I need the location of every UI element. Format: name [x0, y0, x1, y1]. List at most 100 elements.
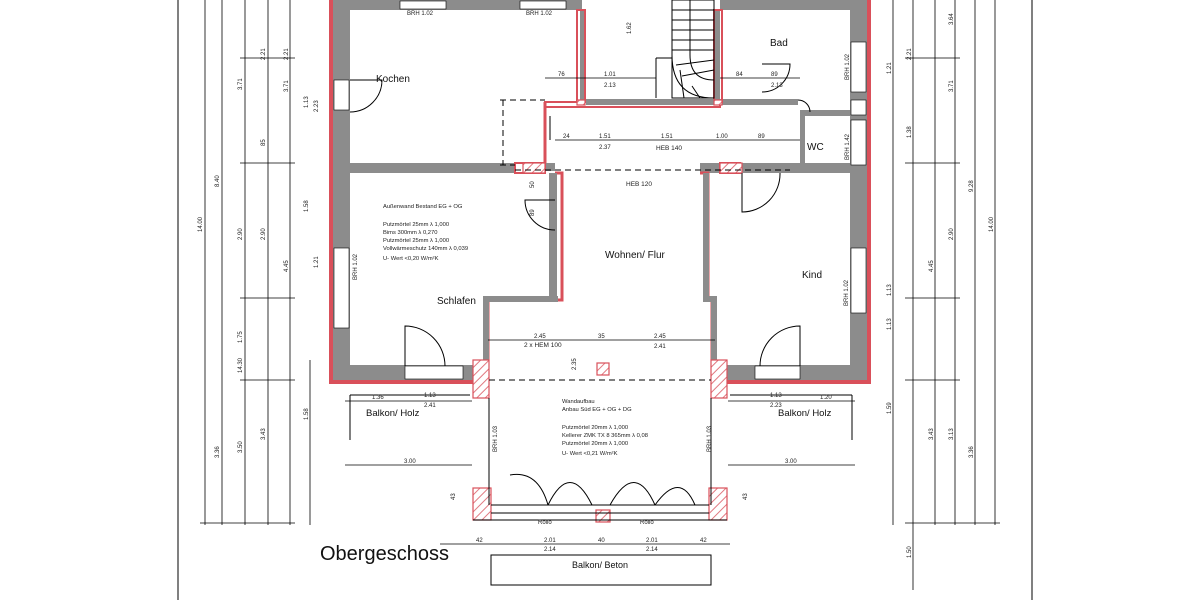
- dim-value: 43: [743, 493, 749, 500]
- room-kind: Kind: [802, 270, 822, 281]
- wall-note-existing: Außenwand Bestand EG + OG Putzmörtel 25m…: [383, 204, 468, 262]
- dim-value: 4.45: [284, 260, 290, 272]
- beam-label: 2 x HEM 100: [524, 342, 562, 349]
- note-line: U- Wert <0,20 W/m²K: [383, 256, 439, 262]
- door-swings: [349, 63, 811, 506]
- note-title: Außenwand Bestand EG + OG: [383, 204, 463, 210]
- dim-value: 3.43: [261, 428, 267, 440]
- room-kochen: Kochen: [376, 74, 410, 85]
- dim-value: 1.62: [627, 22, 633, 34]
- note-line: Anbau Süd EG + OG + DG: [562, 407, 632, 413]
- dim-value: 1.13: [887, 284, 893, 296]
- dimension-lines-right: [892, 0, 1000, 590]
- dim-value: 8.40: [215, 175, 221, 187]
- staircase: [655, 0, 715, 99]
- dim-value: 2.14: [646, 547, 658, 553]
- rollo-label: Rollo: [538, 520, 552, 526]
- dim-value: 1.20: [820, 395, 832, 401]
- dim-value: 2.45: [534, 334, 546, 340]
- dim-value: 3.13: [949, 428, 955, 440]
- dim-value: 3.43: [929, 428, 935, 440]
- dim-value: 1.58: [304, 200, 310, 212]
- dim-value: 2.90: [238, 228, 244, 240]
- dim-value: 2.90: [261, 228, 267, 240]
- dim-value: 42: [476, 538, 483, 544]
- dim-value: 3.00: [785, 459, 797, 465]
- dim-value: 14.00: [989, 216, 995, 232]
- note-line: Putzmörtel 25mm λ 1,000: [383, 238, 449, 244]
- dim-value: 2.21: [284, 48, 290, 60]
- dim-value: 2.23: [770, 403, 782, 409]
- dim-value: 3.36: [215, 446, 221, 458]
- beam-label: HEB 120: [626, 181, 652, 188]
- dim-value: 1.75: [238, 331, 244, 343]
- plan-title: Obergeschoss: [320, 543, 449, 565]
- dim-value: 89: [530, 209, 536, 216]
- brh-label: BRH 1.02: [526, 11, 553, 17]
- dim-value: 1.21: [887, 62, 893, 74]
- dim-value: 2.37: [599, 145, 611, 151]
- dim-value: 2.90: [949, 228, 955, 240]
- dim-value: 1.51: [661, 134, 673, 140]
- room-schlafen: Schlafen: [437, 296, 476, 307]
- room-balkon-beton: Balkon/ Beton: [572, 560, 628, 570]
- note-line: Kellerer ZMK TX 8 365mm λ 0,08: [562, 433, 648, 439]
- dim-value: 24: [563, 134, 570, 140]
- room-balkon-holz-right: Balkon/ Holz: [778, 408, 832, 419]
- dim-value: 1.50: [907, 546, 913, 558]
- brh-label: BRH 1.03: [707, 425, 713, 452]
- dim-value: 1.01: [604, 72, 616, 78]
- note-line: U- Wert <0,21 W/m²K: [562, 451, 618, 457]
- note-line: Vollwärmeschutz 140mm λ 0,039: [383, 246, 468, 252]
- interior-walls: [350, 10, 850, 173]
- note-line: Putzmörtel 25mm λ 1,000: [383, 222, 449, 228]
- dimension-lines-horizontal: [345, 77, 855, 545]
- dim-value: 76: [558, 72, 565, 78]
- note-title: Wandaufbau: [562, 399, 595, 405]
- dim-value: 2.14: [544, 547, 556, 553]
- rollo-label: Rollo: [640, 520, 654, 526]
- dim-value: 2.01: [544, 538, 556, 544]
- dim-value: 4.45: [929, 260, 935, 272]
- brh-label: BRH 1.02: [407, 11, 434, 17]
- dim-value: 3.50: [238, 441, 244, 453]
- new-walls-grey: [483, 99, 717, 366]
- dim-value: 35: [598, 334, 605, 340]
- dim-value: 1.00: [716, 134, 728, 140]
- dim-value: 2.41: [654, 344, 666, 350]
- note-line: Putzmörtel 20mm λ 1,000: [562, 425, 628, 431]
- window-openings: [333, 0, 867, 380]
- dim-text-left: 14.00 8.40 3.36 3.71 2.21 85 2.90 1.75 1…: [198, 48, 320, 458]
- dim-value: 2.21: [907, 48, 913, 60]
- dim-value: 1.38: [907, 126, 913, 138]
- dim-value: 1.58: [304, 408, 310, 420]
- brh-label: BRH 1.02: [845, 53, 851, 80]
- beam-label: HEB 140: [656, 145, 682, 152]
- dim-value: 14.30: [238, 357, 244, 373]
- dim-value: 2.13: [604, 83, 616, 89]
- dim-value: 1.21: [314, 256, 320, 268]
- dim-value: 2.21: [261, 48, 267, 60]
- dim-value: 1.59: [887, 402, 893, 414]
- dim-value: 89: [758, 134, 765, 140]
- annex-outline: [349, 394, 853, 586]
- dim-value: 3.64: [949, 13, 955, 25]
- dim-value: 3.71: [949, 80, 955, 92]
- dim-value: 1.51: [599, 134, 611, 140]
- dim-text-interior: 1.62 50 89 2.35 43 43 1.58 1.13: [304, 22, 893, 500]
- dim-value: 1.13: [424, 393, 436, 399]
- note-line: Bims 300mm λ 0,270: [383, 230, 437, 236]
- room-balkon-holz-left: Balkon/ Holz: [366, 408, 420, 419]
- dim-value: 2.35: [572, 358, 578, 370]
- dim-value: 2.13: [771, 83, 783, 89]
- wall-note-annex: Wandaufbau Anbau Süd EG + OG + DG Putzmö…: [562, 399, 648, 457]
- dim-value: 2.01: [646, 538, 658, 544]
- dim-value: 43: [451, 493, 457, 500]
- dim-value: 1.13: [770, 393, 782, 399]
- brh-label: BRH 1.42: [845, 133, 851, 160]
- dim-value: 1.36: [372, 395, 384, 401]
- dim-value: 3.00: [404, 459, 416, 465]
- brh-label: BRH 1.03: [493, 425, 499, 452]
- new-walls: [486, 9, 741, 365]
